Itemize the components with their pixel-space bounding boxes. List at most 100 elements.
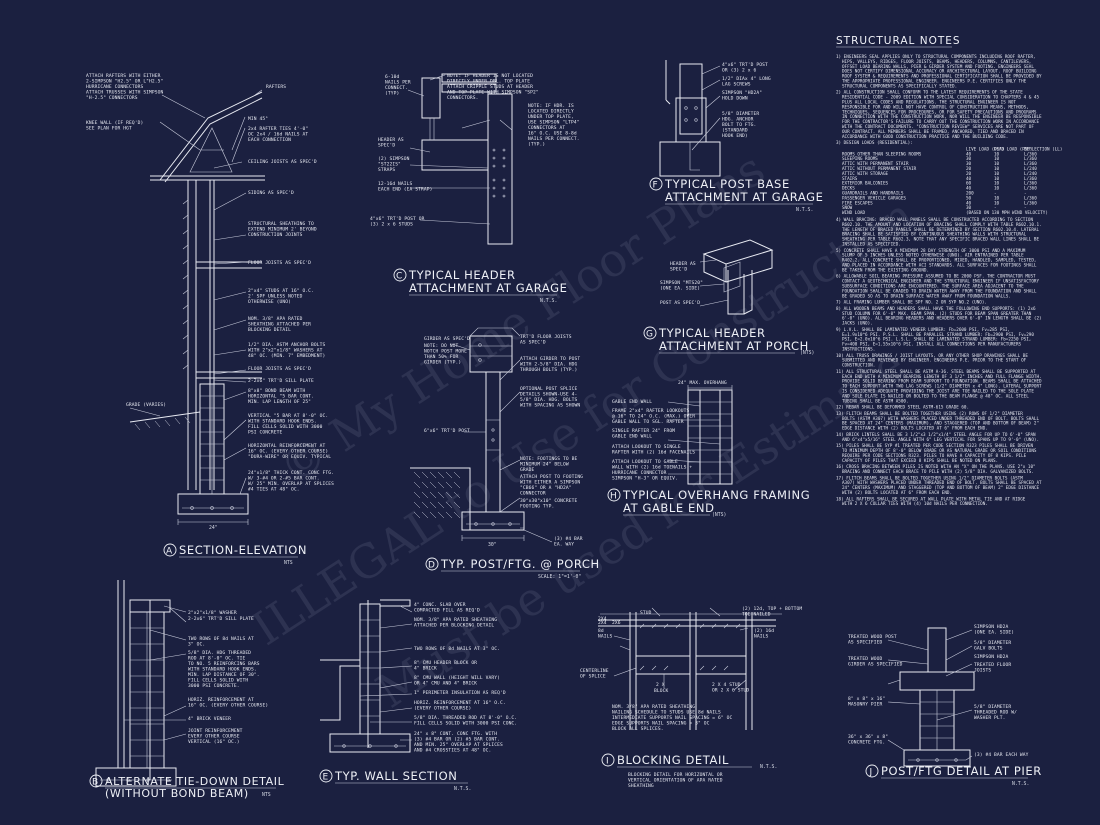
label-d-0: TRT'D FLOOR JOISTS xyxy=(520,334,572,340)
label-a-35: FILL CELLS SOLID WITH 3000 xyxy=(248,424,323,430)
loads-cell: L/360 xyxy=(1024,186,1037,192)
label-e-7: 8" CMU WALL (HEIGHT WILL VARY) xyxy=(414,675,500,681)
detail-a-section-elevation: 24" ATTACH RAFTERS WITH EITHER 2-SIMPSON… xyxy=(86,73,334,566)
structural-notes: STRUCTURAL NOTES 1) ENGINEERS SEAL APPLI… xyxy=(836,35,1062,507)
label-b-15: EVERY OTHER COURSE xyxy=(188,734,240,740)
label-i-5: 2X6 xyxy=(612,620,621,626)
loads-cell: 40 xyxy=(966,151,972,157)
label-d-19: WITH EITHER A SIMPSON xyxy=(520,480,580,486)
label-j-2: 5/8" DIAMETER xyxy=(974,640,1011,646)
floor-joists-above xyxy=(469,327,521,337)
note-9-line: EDGE DISTANCE WITH (2) BOLTS LOCATED AT … xyxy=(842,426,988,432)
label-a-42: W/ 25" MIN. OVERLAP AT SPLICES xyxy=(248,481,334,487)
label-a-23: BLOCKING DETAIL xyxy=(248,327,291,333)
label-c-4: NOTE: IF HEADER IS NOT LOCATED xyxy=(447,73,533,79)
detail-f-title2: ATTACHMENT AT GARAGE xyxy=(665,190,824,204)
loads-cell: 60 xyxy=(966,181,972,187)
detail-g-title: TYPICAL HEADER xyxy=(658,326,766,340)
label-i-8: (2) 16d xyxy=(754,628,774,634)
porch-header-beam xyxy=(702,239,774,283)
detail-c-letter: C xyxy=(396,272,402,282)
label-e-5: 8" CMU HEADER BLOCK OR xyxy=(414,660,477,666)
label-i-3: STUD xyxy=(640,610,652,616)
note-0-line: THE APPROPRIATE PROFESSIONAL ENGINEER. E… xyxy=(842,79,1027,85)
label-d-23: FOOTING TYP. xyxy=(520,504,554,510)
detail-i-marker xyxy=(601,753,615,767)
lookout-lines xyxy=(688,401,732,475)
note-7-line: EACH END WITH A MINIMUM BEARING LENGTH O… xyxy=(842,374,1042,380)
loads-cell: 10 xyxy=(994,195,1000,201)
label-f-0: 4"x6" TRT'D POST xyxy=(722,62,768,68)
detail-i-scale: N.T.S. xyxy=(760,764,777,770)
label-a-41: W/ 3-#4 OR 2-#5 BAR CONT. xyxy=(248,476,320,482)
label-g-4: POST AS SPEC'D xyxy=(660,300,700,306)
detail-b-title2: (WITHOUT BOND BEAM) xyxy=(105,787,249,800)
label-c-2: CONNECT. xyxy=(385,85,408,91)
note-7-line: PROVIDE SOLID BEARING FROM BEAM SUPPORT … xyxy=(842,379,1042,385)
note-1-line: WITH THE CONTRACT DOCUMENTS. "CONSTRUCTI… xyxy=(842,124,1034,130)
detail-a-letter: A xyxy=(166,547,173,557)
loads-cell: ATTIC WITH STORAGE xyxy=(842,171,888,177)
label-a-32: GRADE (VARIES) xyxy=(126,402,166,408)
label-h-8: RAFTER WITH (2) 16d FACENAILS xyxy=(612,450,695,456)
label-e-10: HORIZ. REINFORCEMENT AT 16" O.C. xyxy=(414,700,506,706)
label-a-7: SEE PLAN FOR HGT xyxy=(86,126,132,132)
label-d-16: MINIMUM 24" BELOW xyxy=(520,462,569,468)
label-e-13: FILL CELLS SOLID WITH 3000 PSI CONC. xyxy=(414,721,517,727)
floor-joists-upper xyxy=(196,261,262,269)
note-12-line: BRACING AND CONNECT EACH BRACE TO PILE W… xyxy=(842,469,1034,475)
loads-cell: ATTIC WITHOUT PERMANENT STAIR xyxy=(842,166,917,172)
label-d-18: ATTACH POST TO FOOTING xyxy=(520,474,583,480)
blocking-note-2: SHEATHING xyxy=(628,783,654,789)
soil-hatch xyxy=(413,471,461,519)
note-1-line: OUR CONTRACT. ALL MEMBERS SHALL BE FRAME… xyxy=(842,129,1024,135)
note-1-line: FOR THE CONTRACTOR'S FAILURE TO CARRY OU… xyxy=(842,119,1039,125)
nail-marks xyxy=(639,623,741,671)
porch-footing-dim: 30" xyxy=(488,542,497,548)
slab xyxy=(380,599,411,607)
label-a-34: WITH STANDARD HOOK ENDS. xyxy=(248,419,317,425)
loads-cell: 50 xyxy=(966,195,972,201)
loads-cell: SLEEPING ROOMS xyxy=(842,156,878,162)
label-j-9: TREATED WOOD xyxy=(848,656,883,662)
siding-ticks xyxy=(182,199,189,370)
detail-j-leaders xyxy=(887,629,973,761)
detail-f-letter: F xyxy=(653,181,658,191)
loads-header-cell: LIVE LOAD (PSF) xyxy=(966,146,1004,152)
detail-h-letter: H xyxy=(610,492,617,502)
label-d-17: GRADE xyxy=(520,467,534,473)
note-6-line: CONSTRUCTION. xyxy=(842,363,875,369)
label-d-5: THAN 50% FOR xyxy=(424,354,459,360)
note-12-line: 16) CROSS BRACING BETWEEN PILES IS NOTED… xyxy=(836,464,1036,470)
detail-j-letter: J xyxy=(869,768,873,778)
label-c-23: EACH END (EA STRAP) xyxy=(378,187,432,193)
note-4-line: STUD COLUMN FOR 6'-0" MAX. BEAM SPAN. (2… xyxy=(842,311,1032,317)
detail-j-labels: SIMPSON HD2A (ONE EA. SIDE) 5/8" DIAMETE… xyxy=(848,624,1028,758)
label-d-15: NOTE: FOOTINGS TO BE xyxy=(520,456,577,462)
label-c-24: 4"x6" TRT'D POST OR xyxy=(370,216,425,222)
label-f-1: OR (3) 2 x 6 xyxy=(722,68,757,74)
label-j-0: SIMPSON HD2A xyxy=(974,624,1009,630)
label-a-30: HORIZONTAL "5 BAR CONT. xyxy=(248,394,314,400)
label-j-8: AS SPECIFIED xyxy=(848,640,883,646)
label-c-8: CONNECTORS. xyxy=(447,95,479,101)
label-g-0: HEADER AS xyxy=(670,261,696,267)
loads-cell: 40 xyxy=(966,186,972,192)
label-e-11: (EVERY OTHER COURSE) xyxy=(414,706,471,712)
note-1-line: IN CONNECTION WITH THE CONSTRUCTION WORK… xyxy=(842,114,1042,120)
garage-footing xyxy=(659,141,721,177)
loads-cell: 10 xyxy=(994,166,1000,172)
detail-a-marker xyxy=(163,543,177,557)
loads-cell: STAIRS xyxy=(842,176,858,182)
label-a-31: MIN. LAP LENGTH OF 25" xyxy=(248,399,311,405)
note-10-line: 14) BRICK LINTELS SHALL BE 3 1/2"x3 1/2"… xyxy=(836,432,1036,438)
label-i-19: EDGE SUPPORTS NAIL SPACING = 3" OC xyxy=(612,721,710,727)
label-j-4: SIMPSON HD2A xyxy=(974,654,1009,660)
pier-post xyxy=(927,627,947,673)
loads-cell: - xyxy=(1024,192,1027,197)
label-i-7: TOE NAILED xyxy=(742,612,771,618)
detail-d-marker xyxy=(425,557,439,571)
label-j-13: 5/8" DIAMETER xyxy=(974,704,1011,710)
footing-dim: 24" xyxy=(209,525,218,531)
